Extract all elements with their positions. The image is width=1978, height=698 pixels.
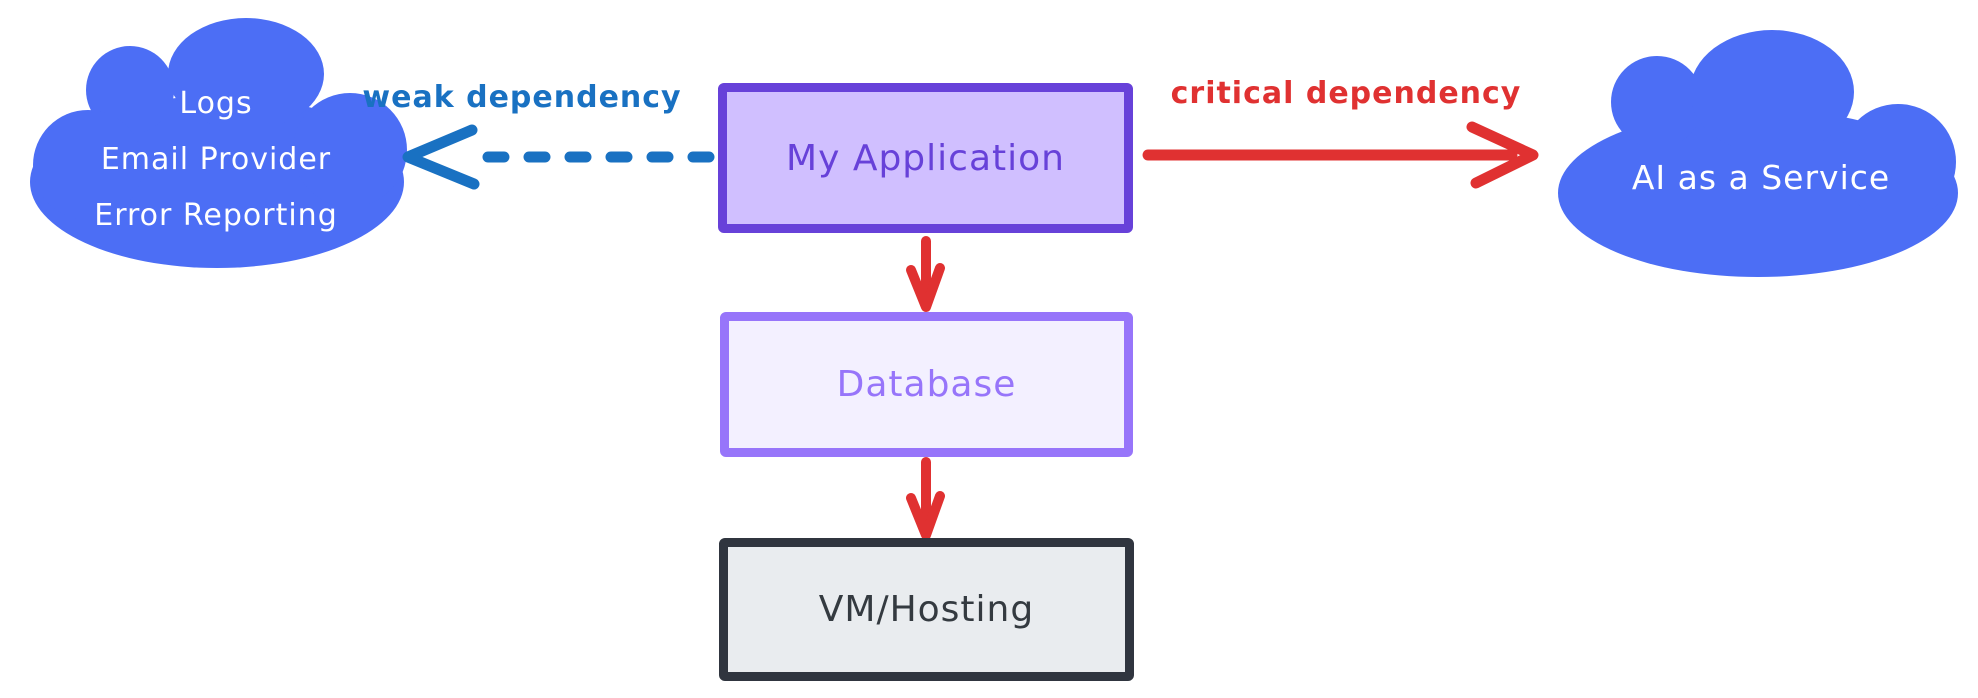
node-vm-hosting-label: VM/Hosting xyxy=(818,589,1035,630)
weak-dependency-arrowhead xyxy=(402,124,480,190)
critical-dependency-label: critical dependency xyxy=(1170,76,1522,111)
ai-service-cloud-label: AI as a Service xyxy=(1631,158,1891,197)
node-database-label: Database xyxy=(836,364,1017,405)
cloud-line-logs: Logs xyxy=(179,86,253,121)
critical-dependency-arrowhead xyxy=(1466,121,1539,189)
database-to-vm-arrowhead xyxy=(906,491,945,540)
cloud-line-email-provider: Email Provider xyxy=(100,142,332,177)
node-my-application-label: My Application xyxy=(786,137,1065,179)
node-vm-hosting: VM/Hosting xyxy=(719,538,1134,681)
node-my-application: My Application xyxy=(718,83,1133,233)
database-to-vm-arrow xyxy=(906,457,945,540)
node-database: Database xyxy=(720,312,1133,457)
weak-dependency-label: weak dependency xyxy=(362,80,682,115)
ai-service-cloud-shape xyxy=(1558,30,1958,277)
weak-dependency-arrow xyxy=(402,124,718,190)
external-services-cloud-shape xyxy=(30,18,407,268)
cloud-line-error-reporting: Error Reporting xyxy=(94,198,338,233)
app-to-database-arrowhead xyxy=(906,263,945,312)
external-services-cloud-label: Logs Email Provider Error Reporting xyxy=(40,76,392,244)
app-to-database-arrow xyxy=(906,236,945,312)
critical-dependency-arrow xyxy=(1142,121,1539,189)
